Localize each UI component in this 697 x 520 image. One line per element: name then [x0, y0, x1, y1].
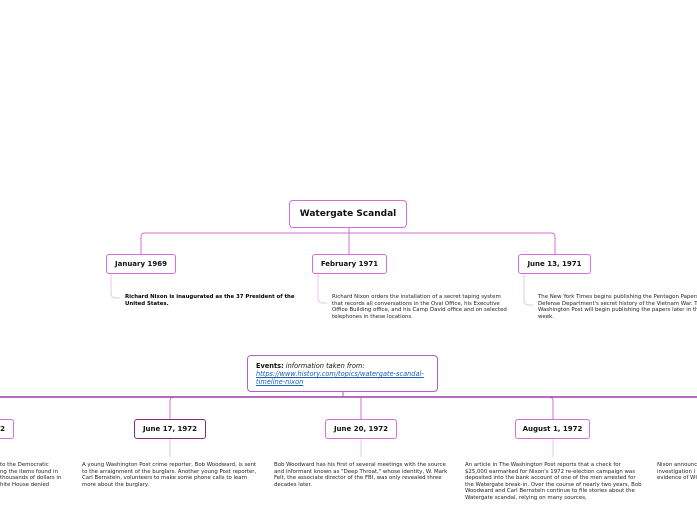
- note-february-1971: Richard Nixon orders the installation of…: [332, 294, 507, 320]
- topic-june-20-1972[interactable]: June 20, 1972: [325, 419, 397, 439]
- topic-june-17-1972[interactable]: June 17, 1972: [134, 419, 206, 439]
- note-june-13-1971: The New York Times begins publishing the…: [538, 294, 697, 320]
- root-topic[interactable]: Watergate Scandal: [289, 200, 407, 228]
- topic-february-1971[interactable]: February 1971: [312, 254, 387, 274]
- topic-june-1972-partial[interactable]: 2: [0, 419, 14, 439]
- topic-august-1-1972[interactable]: August 1, 1972: [515, 419, 590, 439]
- events-source-box[interactable]: Events: information taken from: https://…: [247, 355, 438, 392]
- note-january-1969: Richard Nixon is inaugurated as the 37 P…: [125, 294, 295, 307]
- note-august-1-1972: An article in The Washington Post report…: [465, 462, 642, 501]
- note-june-1972-partial: to the Democratic ng the items found in …: [0, 462, 62, 488]
- note-june-20-1972: Bob Woodward has his first of several me…: [274, 462, 448, 488]
- events-source-link[interactable]: https://www.history.com/topics/watergate…: [256, 370, 424, 386]
- events-label: Events:: [256, 362, 284, 370]
- topic-june-13-1971[interactable]: June 13, 1971: [518, 254, 591, 274]
- topic-january-1969[interactable]: January 1969: [106, 254, 176, 274]
- events-text: information taken from:: [285, 362, 365, 370]
- note-june-17-1972: A young Washington Post crime reporter, …: [82, 462, 257, 488]
- note-nixon-partial: Nixon announc investigation i evidence o…: [657, 462, 697, 482]
